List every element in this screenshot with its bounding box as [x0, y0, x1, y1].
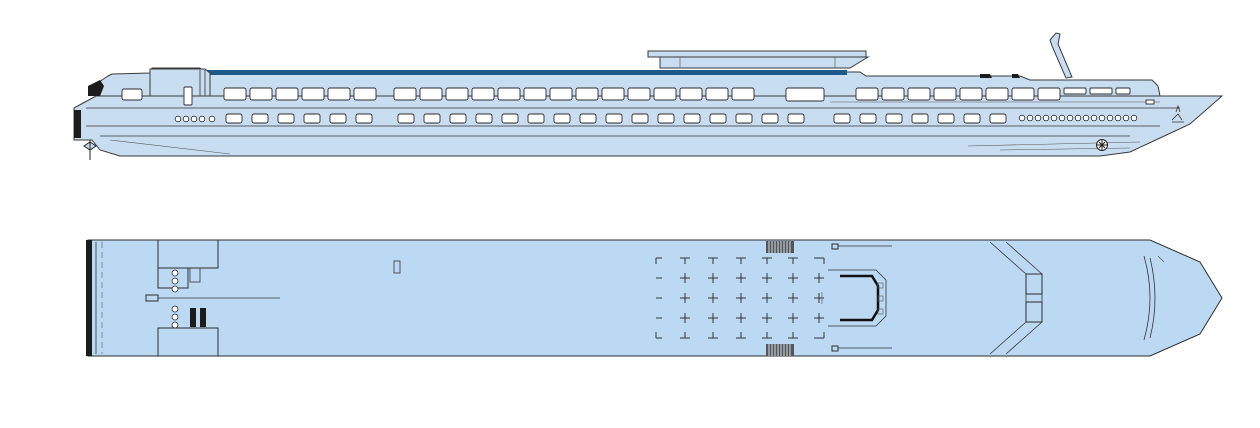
wheelhouse-plan — [821, 269, 887, 327]
stern-housing — [145, 239, 280, 357]
bow-structure — [989, 241, 1165, 355]
sun-deck-loungers — [655, 257, 825, 339]
anchor-icon — [1171, 104, 1184, 123]
deck-outline — [87, 239, 1223, 357]
side-profile-view — [73, 32, 1224, 160]
compass-rose-icon — [1096, 139, 1108, 151]
sun-deck-canopy — [647, 50, 870, 69]
gangway-starboard — [766, 344, 794, 356]
gangway-port — [766, 241, 794, 253]
bow-davits — [831, 243, 892, 352]
mast — [1049, 32, 1073, 79]
top-plan-view — [86, 239, 1223, 357]
roof-stripe — [205, 70, 847, 75]
upper-windows — [121, 86, 1131, 106]
lower-windows — [174, 113, 1138, 124]
propeller-icon — [83, 140, 97, 160]
